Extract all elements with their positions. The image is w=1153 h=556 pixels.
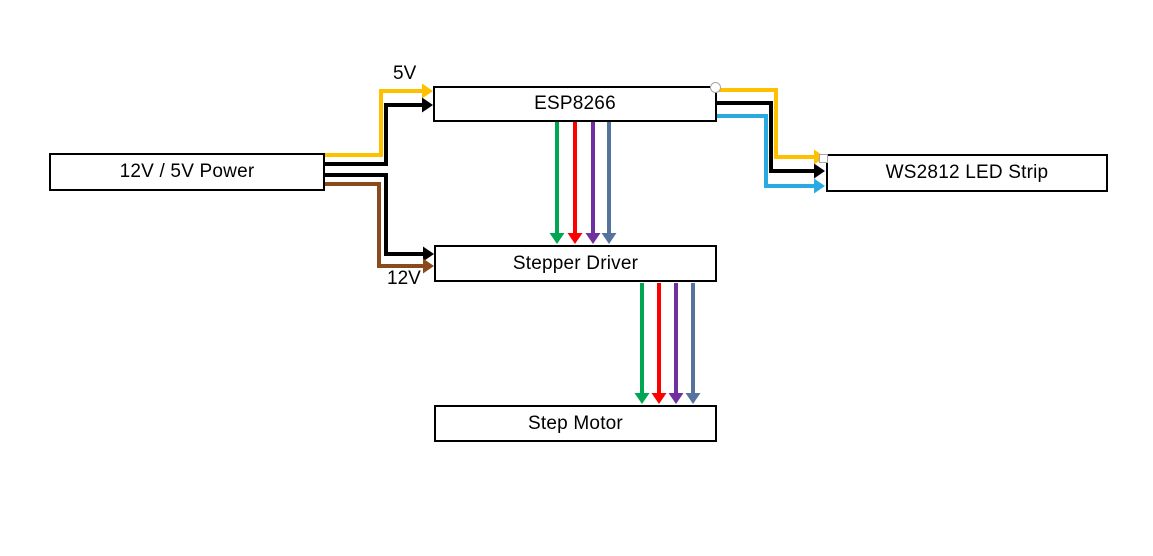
power-to-driver-12v-black-arrowhead — [423, 246, 434, 262]
driver-to-motor-purple-arrowhead — [668, 393, 684, 404]
esp-to-led-black-arrowhead — [814, 163, 825, 179]
driver-to-motor-green-arrowhead — [634, 393, 650, 404]
esp8266-box: ESP8266 — [433, 86, 717, 122]
5v-wire-label: 5V — [393, 63, 417, 84]
power-to-esp-5v-black-arrowhead — [422, 97, 433, 113]
stepper-driver-box: Stepper Driver — [434, 245, 717, 282]
step-motor-box: Step Motor — [434, 405, 717, 442]
esp-to-driver-signal-purple-arrowhead — [585, 233, 601, 244]
power-to-driver-12v-brown-arrowhead — [423, 258, 434, 274]
power-to-esp-5v-yellow — [325, 89, 422, 157]
esp-to-driver-signal-red-arrowhead — [567, 233, 583, 244]
led-strip-label: WS2812 LED Strip — [885, 162, 1049, 183]
stepper-driver-label: Stepper Driver — [512, 252, 639, 274]
power-to-driver-12v-brown — [325, 182, 423, 268]
esp-to-led-yellow — [717, 88, 814, 159]
driver-to-motor-red-arrowhead — [651, 393, 667, 404]
power-to-esp-5v-black — [325, 103, 422, 166]
driver-to-motor-slate-arrowhead — [685, 393, 701, 404]
esp-to-driver-signal-green-arrowhead — [549, 233, 565, 244]
led-strip-box: WS2812 LED Strip — [826, 154, 1108, 192]
esp8266-selection-handle-circle — [710, 82, 721, 93]
esp8266-label: ESP8266 — [534, 93, 616, 114]
power-supply-box: 12V / 5V Power — [49, 153, 325, 191]
power-supply-label: 12V / 5V Power — [119, 161, 255, 182]
power-to-driver-12v-black — [325, 173, 423, 256]
step-motor-label: Step Motor — [528, 412, 623, 434]
power-to-esp-5v-yellow-arrowhead — [422, 83, 433, 99]
esp-to-driver-signal-slate-arrowhead — [601, 233, 617, 244]
esp-to-led-cyan — [717, 114, 814, 188]
esp-to-led-cyan-arrowhead — [814, 178, 825, 194]
led-strip-selection-handle-square — [819, 154, 828, 163]
esp-to-led-black — [717, 101, 814, 173]
12v-wire-label: 12V — [387, 268, 421, 289]
